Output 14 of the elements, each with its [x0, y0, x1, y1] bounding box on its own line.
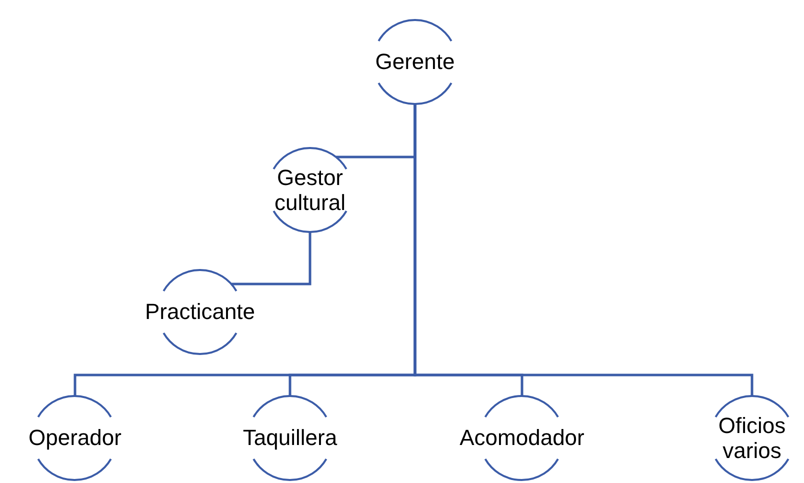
role-label: Gerente	[375, 49, 455, 75]
connector-line	[414, 104, 754, 396]
role-node	[242, 396, 338, 480]
role-label: Practicante	[144, 299, 256, 325]
role-label: Operador	[28, 425, 122, 451]
role-label: Gestor cultural	[274, 164, 346, 216]
role-node	[460, 396, 584, 480]
role-node	[373, 20, 457, 104]
role-label: Taquillera	[242, 425, 338, 451]
role-node	[144, 270, 256, 354]
role-label: Acomodador	[460, 425, 584, 451]
role-label: Oficios varios	[717, 412, 787, 464]
connector-line	[231, 232, 312, 286]
role-node	[28, 396, 122, 480]
